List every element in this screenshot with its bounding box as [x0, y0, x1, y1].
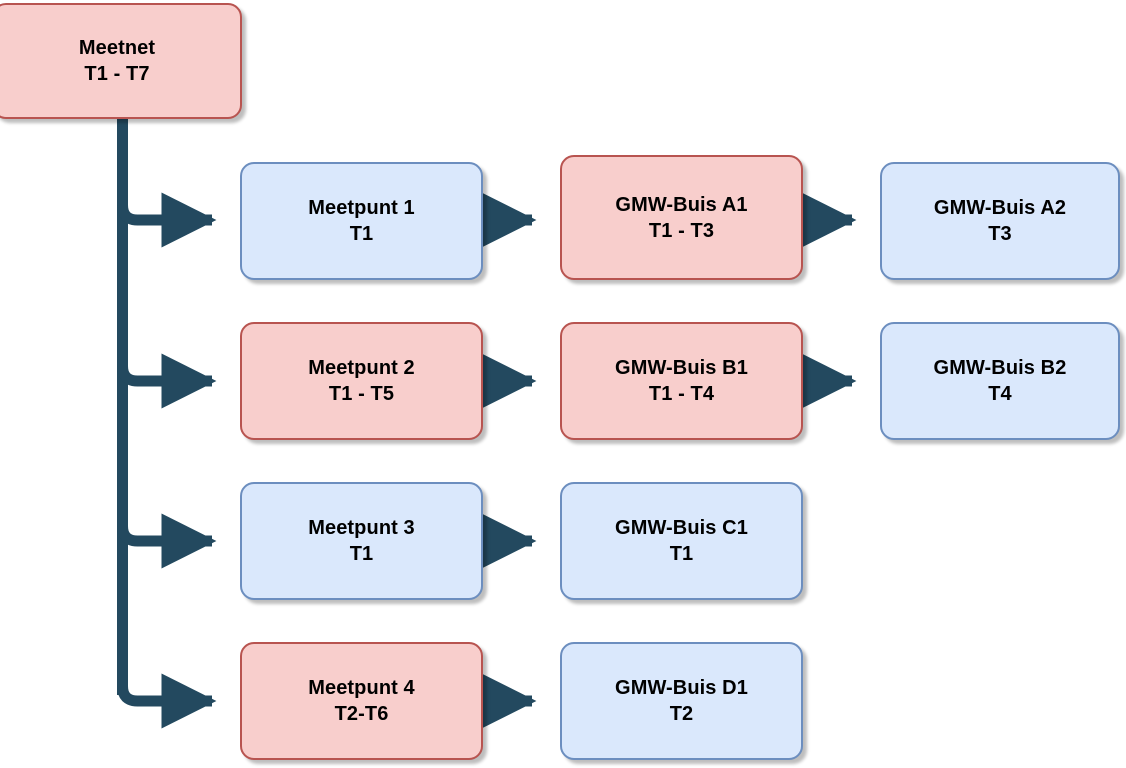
node-title: GMW-Buis B1: [615, 357, 748, 379]
node-title: GMW-Buis A1: [615, 193, 748, 216]
row-edges: [481, 192, 857, 729]
node-title: GMW-Buis C1: [615, 517, 748, 539]
edge-meetnet-to-meetpunt3: [117, 513, 217, 569]
node-title: Meetpunt 2: [308, 357, 415, 379]
node-meetpunt-4[interactable]: Meetpunt 4 T2-T6: [240, 642, 483, 760]
node-title: Meetnet: [78, 37, 156, 59]
node-subtitle: T1: [669, 543, 694, 565]
node-subtitle: T2: [669, 703, 694, 725]
node-title: GMW-Buis B2: [933, 357, 1067, 379]
node-subtitle: T1: [349, 223, 374, 245]
node-meetnet[interactable]: Meetnet T1 - T7: [0, 3, 242, 119]
edge-meetnet-to-meetpunt1: [117, 192, 217, 248]
node-meetpunt-3[interactable]: Meetpunt 3 T1: [240, 482, 483, 600]
node-gmw-buis-c1[interactable]: GMW-Buis C1 T1: [560, 482, 803, 600]
node-subtitle: T1 - T4: [648, 383, 715, 405]
node-subtitle: T1: [349, 543, 374, 565]
node-meetpunt-1[interactable]: Meetpunt 1 T1: [240, 162, 483, 280]
node-subtitle: T2-T6: [334, 703, 389, 725]
node-meetpunt-2[interactable]: Meetpunt 2 T1 - T5: [240, 322, 483, 440]
node-title: GMW-Buis A2: [933, 197, 1067, 219]
node-gmw-buis-b1[interactable]: GMW-Buis B1 T1 - T4: [560, 322, 803, 440]
node-title: Meetpunt 1: [308, 197, 415, 219]
node-subtitle: T1 - T3: [648, 219, 715, 242]
node-subtitle: T3: [988, 223, 1012, 245]
branch-edges: [117, 192, 217, 729]
node-subtitle: T1 - T7: [84, 63, 150, 85]
node-gmw-buis-b2[interactable]: GMW-Buis B2 T4: [880, 322, 1120, 440]
edge-meetnet-to-meetpunt2: [117, 353, 217, 409]
node-subtitle: T4: [988, 383, 1012, 405]
node-gmw-buis-d1[interactable]: GMW-Buis D1 T2: [560, 642, 803, 760]
node-title: Meetpunt 4: [308, 677, 415, 699]
node-title: Meetpunt 3: [308, 517, 415, 539]
node-gmw-buis-a2[interactable]: GMW-Buis A2 T3: [880, 162, 1120, 280]
edge-meetnet-to-meetpunt4: [117, 673, 217, 729]
node-subtitle: T1 - T5: [328, 383, 395, 405]
node-gmw-buis-a1[interactable]: GMW-Buis A1 T1 - T3: [560, 155, 803, 280]
node-title: GMW-Buis D1: [615, 677, 748, 699]
